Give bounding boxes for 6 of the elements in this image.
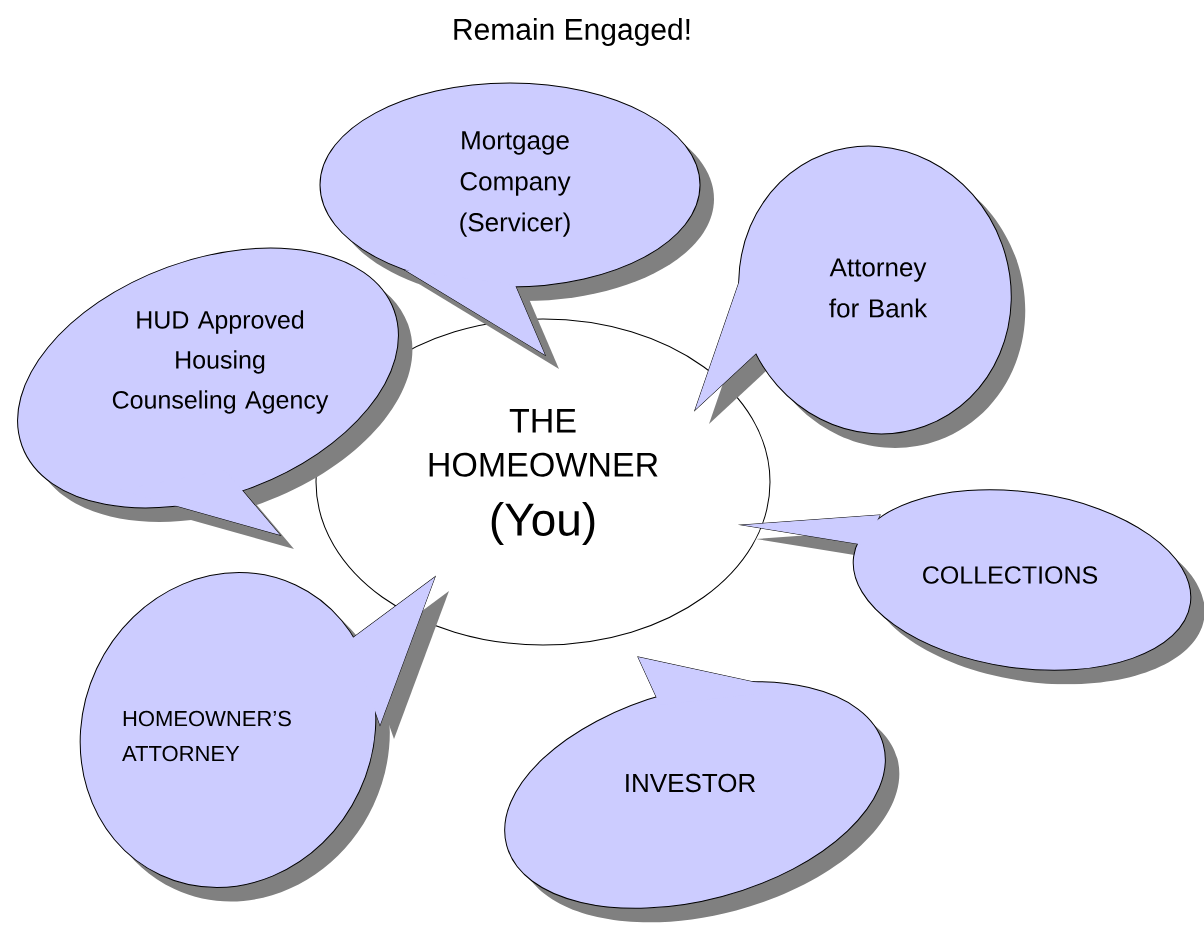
title: Remain Engaged! (454, 18, 690, 46)
speech-bubble: Attorney for Bank (694, 145, 1026, 448)
speech-bubble: COLLECTIONS (741, 489, 1204, 685)
speech-bubble: INVESTOR (504, 656, 900, 923)
speech-bubble: HOMEOWNER’S ATTORNEY (79, 572, 449, 902)
speech-bubble: HUD Approved Housing Counseling Agency (17, 247, 413, 549)
